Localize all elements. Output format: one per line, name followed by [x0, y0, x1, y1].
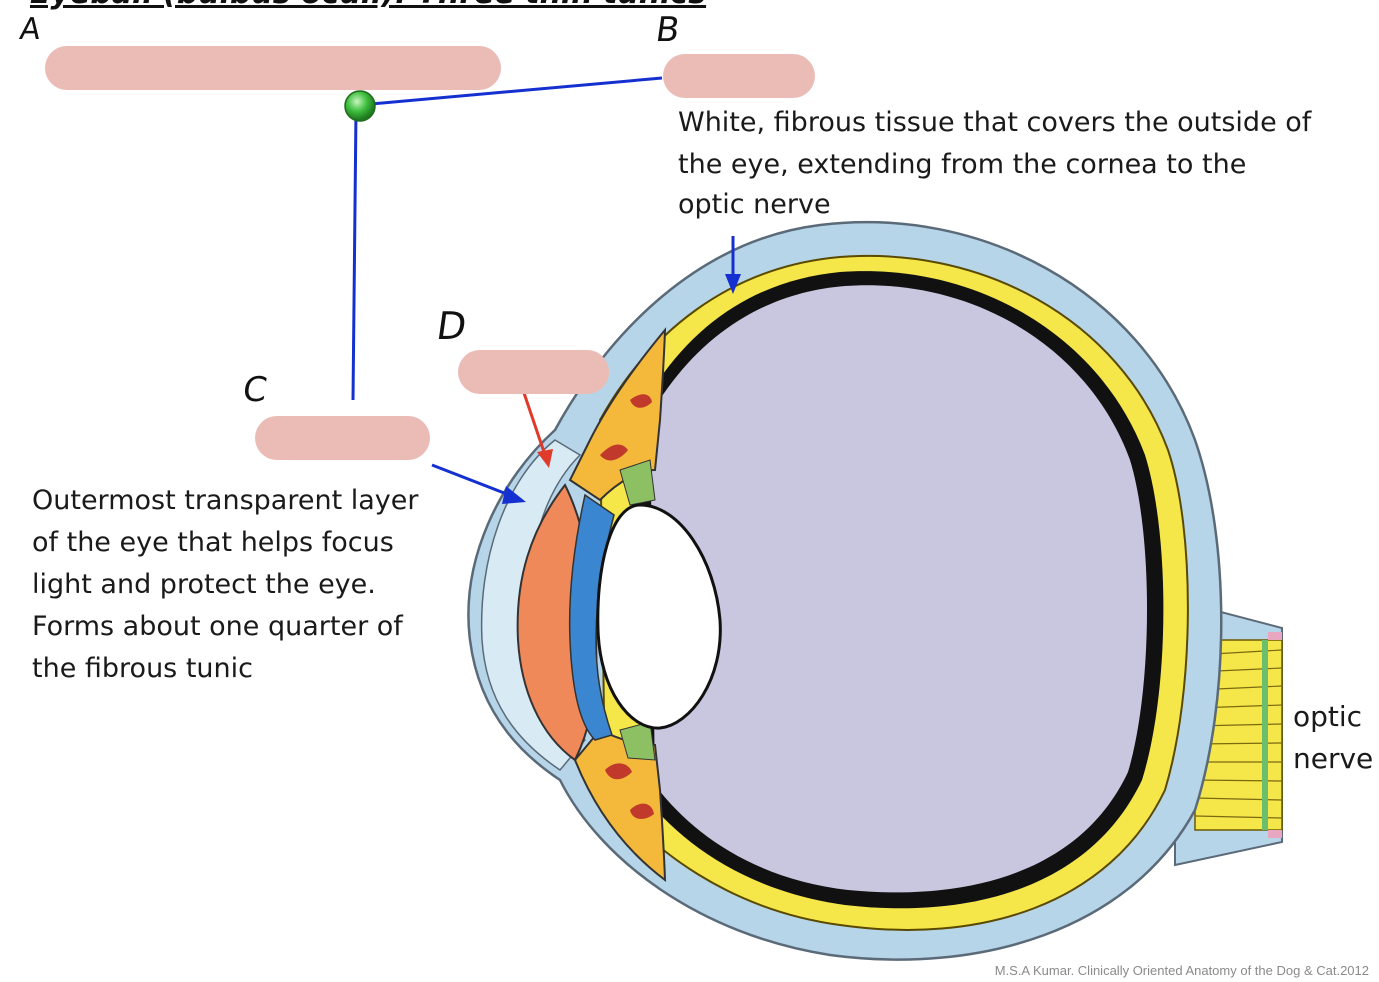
- ciliary-body-upper: [568, 327, 667, 502]
- connector-dot[interactable]: [344, 90, 376, 122]
- c-leader-line: [351, 109, 358, 401]
- description-c-line: of the eye that helps focus: [32, 527, 394, 558]
- description-b-line: optic nerve: [678, 189, 831, 220]
- description-c-line: the fibrous tunic: [32, 653, 253, 684]
- description-b: White, fibrous tissue that covers the ou…: [678, 102, 1311, 224]
- optic-nerve-label-line: optic: [1293, 700, 1363, 733]
- d-pointer: [522, 392, 547, 456]
- description-b-line: the eye, extending from the cornea to th…: [678, 149, 1247, 180]
- answer-blank-b[interactable]: [663, 54, 815, 98]
- answer-blank-a[interactable]: [45, 46, 501, 90]
- b-leader-line: [359, 76, 663, 107]
- optic-nerve-label-line: nerve: [1293, 742, 1374, 775]
- answer-blank-d[interactable]: [458, 350, 609, 394]
- description-b-line: White, fibrous tissue that covers the ou…: [678, 107, 1312, 138]
- description-c-line: Forms about one quarter of: [32, 611, 403, 642]
- vitreous-body: [650, 285, 1148, 893]
- source-credit: M.S.A Kumar. Clinically Oriented Anatomy…: [994, 963, 1369, 978]
- page-title: Eyeball (bulbus oculi): Three thin tunic…: [30, 0, 706, 11]
- lens: [596, 503, 722, 730]
- description-c-line: light and protect the eye.: [32, 569, 376, 600]
- description-c: Outermost transparent layer of the eye t…: [32, 480, 418, 690]
- label-a: A: [17, 12, 43, 47]
- label-d: D: [433, 304, 470, 348]
- description-c-line: Outermost transparent layer: [32, 485, 419, 516]
- answer-blank-c[interactable]: [255, 416, 430, 460]
- optic-nerve-label: optic nerve: [1293, 696, 1373, 780]
- cornea-arrow: [431, 463, 513, 498]
